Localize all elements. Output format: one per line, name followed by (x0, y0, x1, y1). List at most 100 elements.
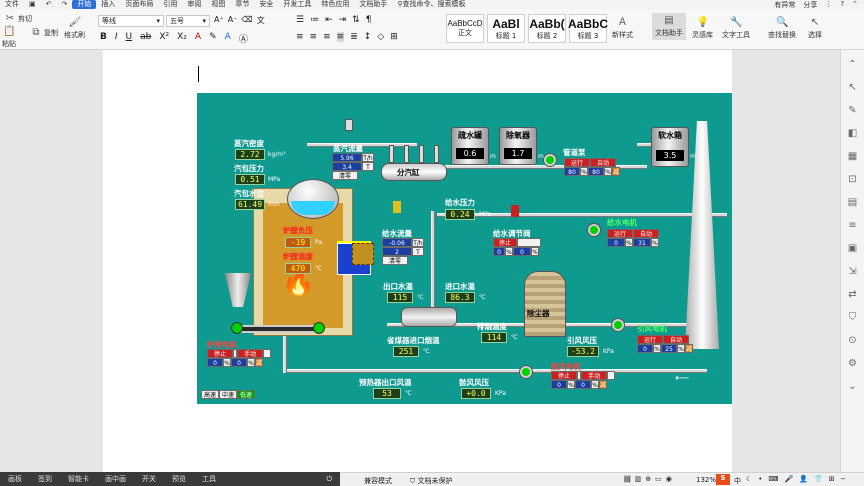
pipe-pump-auto-button[interactable]: 自动 (590, 158, 616, 167)
location-icon[interactable]: ⊙ (848, 335, 857, 346)
toolbar-item-board[interactable]: 画板 (8, 475, 22, 483)
text-color-button[interactable]: A (224, 32, 231, 42)
view-read-icon[interactable]: ▭ (655, 475, 662, 483)
dot-icon[interactable]: • (758, 475, 763, 483)
view-page-icon[interactable]: ▤ (624, 475, 631, 483)
quick-redo-icon[interactable]: ↷ (61, 0, 68, 8)
user-icon[interactable]: 👤 (799, 475, 808, 483)
chevron-up-icon[interactable]: ⌃ (848, 59, 857, 70)
settings-icon[interactable]: ⚙ (848, 358, 857, 369)
font-color-button[interactable]: A (194, 32, 202, 42)
superscript-button[interactable]: X² (159, 32, 170, 42)
doc-protect-status[interactable]: ⛉ 文档未保护 (410, 477, 453, 485)
phonetic-icon[interactable]: 文 (256, 16, 265, 25)
quick-save-icon[interactable]: ▣ (29, 0, 36, 8)
speed-high-button[interactable]: 高速 (201, 390, 219, 399)
bullet-list-icon[interactable]: ☰ (296, 15, 305, 25)
bold-button[interactable]: B (100, 32, 107, 42)
show-marks-icon[interactable]: ¶ (365, 15, 372, 25)
layout-icon[interactable]: ▤ (847, 197, 858, 208)
grate-motor-reduce-button[interactable]: 减 (255, 358, 263, 367)
blower-motor-stop-button[interactable]: 停止 (551, 371, 577, 380)
minus-icon[interactable]: − (840, 475, 846, 483)
mic-icon[interactable]: 🎤 (784, 475, 794, 483)
distribute-icon[interactable]: ≣ (350, 32, 358, 42)
highlight-button[interactable]: ✎ (209, 32, 217, 42)
font-name-select[interactable]: 等线▾ (98, 15, 164, 27)
toolbar-item-pip[interactable]: 画中画 (105, 475, 126, 483)
layers-icon[interactable]: ≡ (848, 220, 857, 231)
stamp-icon[interactable]: ⊡ (848, 174, 857, 185)
shapes-icon[interactable]: ◧ (847, 128, 858, 139)
feed-valve-icon[interactable] (511, 205, 519, 217)
outdent-icon[interactable]: ⇤ (325, 15, 333, 25)
tab-review[interactable]: 审阅 (187, 0, 202, 8)
draft-motor-run-button[interactable]: 运行 (637, 335, 663, 344)
pointer-icon[interactable]: ↖ (848, 82, 857, 93)
feed-valve-stop-button[interactable]: 停止 (493, 238, 517, 247)
collapse-icon[interactable]: ⌃ (852, 0, 858, 8)
tab-page-layout[interactable]: 页面布局 (125, 0, 154, 8)
chevron-down-icon[interactable]: ⌄ (848, 381, 857, 392)
power-icon[interactable]: ⏻ (326, 474, 332, 483)
tab-view[interactable]: 视图 (211, 0, 226, 8)
ime-logo-icon[interactable]: S (716, 474, 730, 485)
blower-motor-reduce-button[interactable]: 减 (599, 380, 607, 389)
align-center-icon[interactable]: ≡ (309, 32, 318, 42)
italic-button[interactable]: I (114, 32, 118, 42)
sort-icon[interactable]: ⇅ (352, 15, 360, 25)
blower-motor-manual-button[interactable]: 手动 (581, 371, 607, 380)
tab-references[interactable]: 引用 (163, 0, 178, 8)
tab-chapter[interactable]: 章节 (235, 0, 250, 8)
find-replace-button[interactable]: 🔍查找替换 (768, 17, 796, 39)
subscript-button[interactable]: X₂ (177, 32, 187, 42)
select-button[interactable]: ↖选择 (808, 17, 822, 39)
doc-assist-button[interactable]: ▤文档助手 (652, 13, 686, 40)
tab-insert[interactable]: 插入 (101, 0, 116, 8)
draft-fan[interactable] (611, 318, 625, 332)
zoom-level[interactable]: 132% (696, 476, 717, 484)
underline-button[interactable]: U (125, 32, 133, 42)
table-icon[interactable]: ▦ (847, 151, 858, 162)
align-justify-icon[interactable]: ≡ (336, 32, 345, 42)
strikethrough-button[interactable]: ab (140, 32, 152, 42)
steam-flow-reset-button[interactable]: 清零 (332, 171, 358, 180)
pipe-pump[interactable] (543, 153, 557, 167)
pipe-pump-reduce-button[interactable]: 减 (612, 167, 620, 176)
view-outline-icon[interactable]: ▥ (634, 475, 642, 483)
moon-icon[interactable]: ☾ (746, 475, 753, 483)
toolbar-item-preview[interactable]: 预览 (172, 475, 186, 483)
command-search[interactable]: ⚲查找命令、搜索模板 (397, 0, 466, 8)
font-shrink-icon[interactable]: A⁻ (227, 15, 238, 24)
tab-doc-assist[interactable]: 文档助手 (359, 0, 388, 8)
toolbar-item-signin[interactable]: 签到 (38, 475, 52, 483)
text-tools-button[interactable]: 🔧文字工具 (722, 17, 750, 39)
align-left-icon[interactable]: ≡ (296, 32, 304, 42)
copy-button[interactable]: ⧉复制 (30, 27, 58, 39)
cut-button[interactable]: ✂剪切 (5, 13, 32, 24)
number-list-icon[interactable]: ≔ (310, 15, 320, 25)
tab-start[interactable]: 开始 (72, 0, 97, 9)
shading-icon[interactable]: ◇ (377, 32, 385, 42)
blower-fan[interactable] (519, 365, 533, 379)
border-icon[interactable]: ⊞ (390, 32, 398, 42)
grate-motor-manual-button[interactable]: 手动 (237, 349, 263, 358)
translate-icon[interactable]: ⇄ (848, 289, 857, 300)
inspire-button[interactable]: 💡灵感库 (692, 17, 713, 39)
feed-motor-run-button[interactable]: 运行 (607, 229, 633, 238)
image-icon[interactable]: ▣ (847, 243, 858, 254)
paste-button[interactable]: 📋粘贴 (2, 26, 16, 48)
keyboard-icon[interactable]: ⌨ (768, 475, 779, 483)
char-border-button[interactable]: Ⓐ (238, 35, 248, 45)
quick-undo-icon[interactable]: ↶ (45, 0, 52, 8)
line-spacing-icon[interactable]: ↕ (363, 32, 372, 42)
ime-mode[interactable]: 中 (734, 477, 741, 485)
grate-motor-stop-button[interactable]: 停止 (207, 349, 233, 358)
share-button[interactable]: 分享 (803, 0, 818, 9)
speed-low-button[interactable]: 低速 (237, 390, 255, 399)
format-painter-button[interactable]: 🖌格式刷 (64, 17, 85, 39)
feed-pump[interactable] (587, 223, 601, 237)
